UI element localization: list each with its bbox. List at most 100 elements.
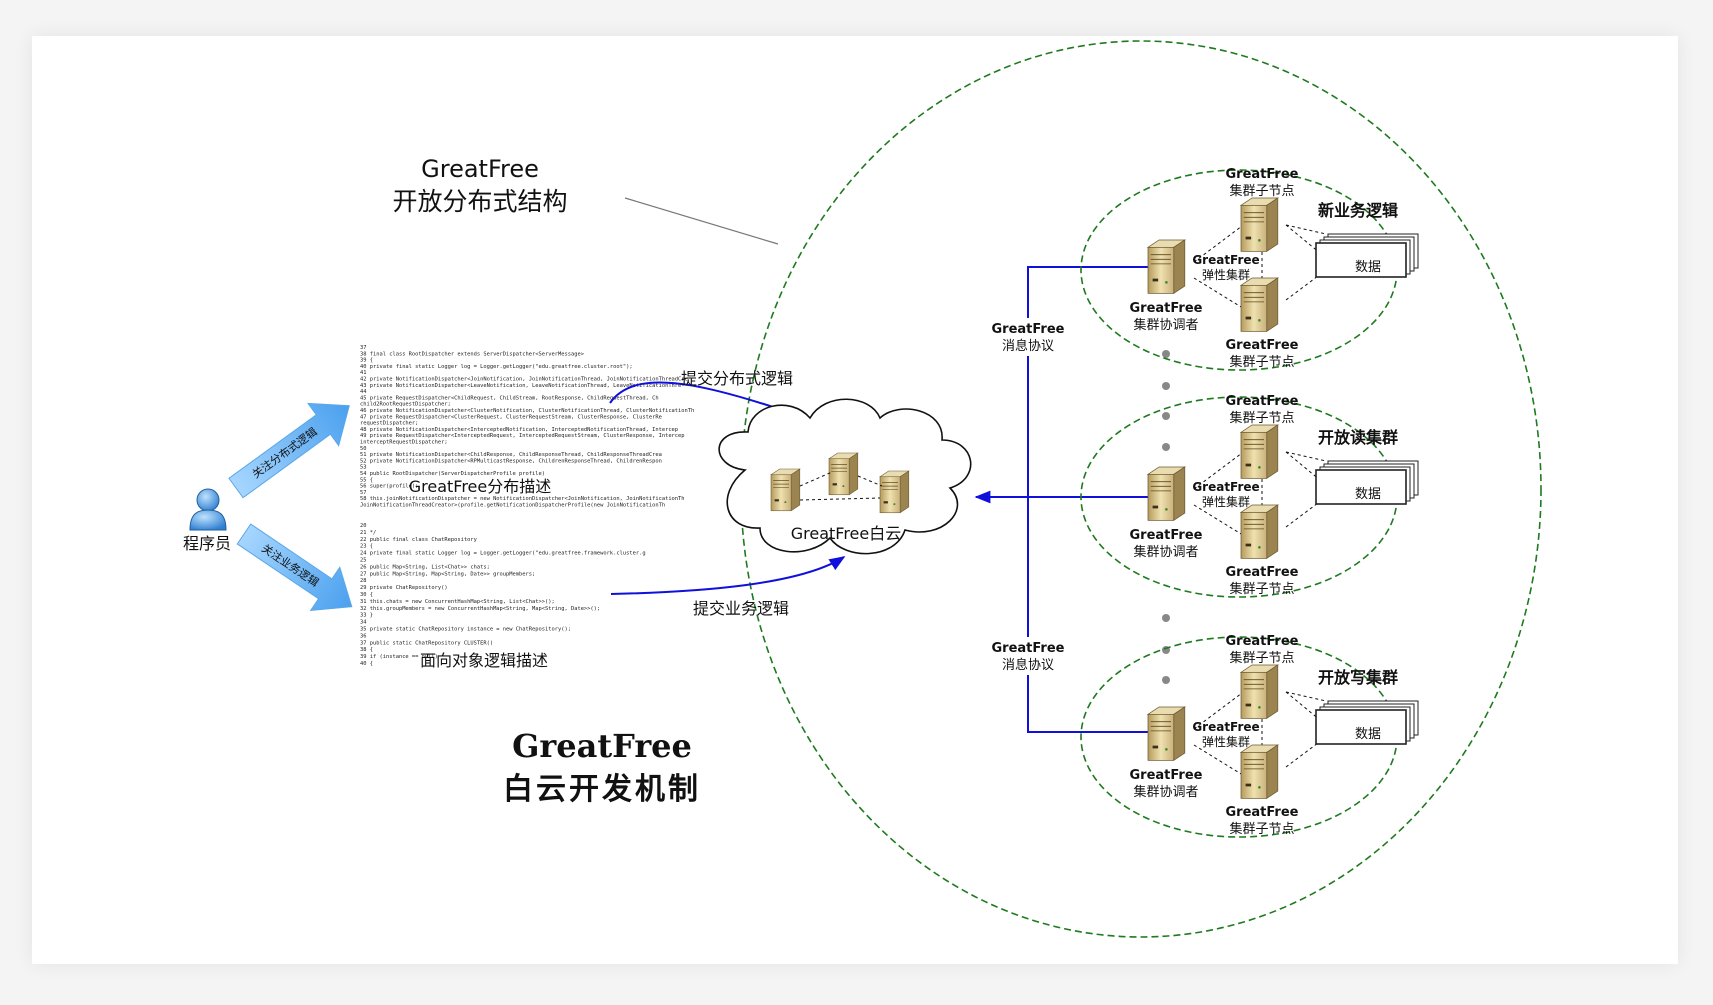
coordinator-line2: 集群协调者 — [1133, 784, 1198, 800]
child-server-icon — [1240, 197, 1279, 252]
cluster-name: 开放写集群 — [1318, 668, 1398, 687]
code-line: 53 — [360, 465, 367, 471]
cloud-server-3 — [879, 470, 910, 514]
code-line: 25 — [360, 558, 367, 564]
code-line: 56 super(profile); — [360, 484, 418, 490]
code-top-caption: GreatFree分布描述 — [409, 477, 552, 496]
child-server-icon — [1240, 504, 1279, 559]
child-server-icon — [1240, 277, 1279, 332]
code-line: 21 */ — [360, 530, 376, 536]
code-line: JoinNotificationThreadCreator>(profile.g… — [360, 503, 665, 509]
bottom-title-line2: 白云开发机制 — [503, 772, 701, 807]
code-line: 22 public final class ChatRepository — [360, 537, 478, 543]
child-bottom-line1: GreatFree — [1226, 338, 1299, 353]
code-line: 36 — [360, 633, 367, 639]
child-top-line2: 集群子节点 — [1229, 410, 1294, 426]
child-top-line2: 集群子节点 — [1229, 650, 1294, 666]
child-server-icon — [1240, 664, 1279, 719]
arrow-down-right: 关注业务逻辑 — [236, 523, 353, 611]
protocol-bottom-line1: GreatFree — [992, 641, 1065, 656]
code-line: 33 } — [360, 613, 373, 619]
code-line: 52 private NotificationDispatcher<RPMult… — [360, 458, 662, 464]
code-line: 50 — [360, 446, 367, 452]
code-line: 37 public static ChatRepository CLUSTER(… — [360, 640, 493, 646]
arrow-top-label: 关注分布式逻辑 — [249, 424, 320, 481]
coordinator-server-icon — [1147, 466, 1186, 521]
code-line: 40 { — [360, 661, 373, 667]
code-line: 49 private RequestDispatcher<Intercepted… — [360, 433, 685, 439]
code-line: 29 private ChatRepository() — [360, 585, 448, 591]
cluster-group: GreatFree集群子节点新业务逻辑GreatFree弹性集群数据GreatF… — [1080, 167, 1419, 371]
code-line: 30 { — [360, 592, 373, 598]
code-line: 40 private final static Logger log = Log… — [360, 364, 633, 370]
data-label: 数据 — [1355, 260, 1381, 275]
elastic-line2: 弹性集群 — [1202, 734, 1250, 749]
code-line: 48 private NotificationDispatcher<Interc… — [360, 427, 678, 433]
left-title-line2: 开放分布式结构 — [392, 187, 567, 216]
code-line: 46 private NotificationDispatcher<Cluste… — [360, 408, 694, 414]
code-line: 38 { — [360, 647, 373, 653]
child-bottom-line1: GreatFree — [1226, 805, 1299, 820]
programmer-label: 程序员 — [183, 534, 231, 553]
code-line: 26 public Map<String, List<Chat>> chats; — [360, 564, 490, 570]
data-label: 数据 — [1355, 487, 1381, 502]
child-top-line1: GreatFree — [1226, 394, 1299, 409]
coordinator-line2: 集群协调者 — [1133, 317, 1198, 333]
coordinator-line1: GreatFree — [1130, 528, 1203, 543]
elastic-line2: 弹性集群 — [1202, 494, 1250, 509]
code-line: 35 private static ChatRepository instanc… — [360, 627, 571, 633]
child-top-line1: GreatFree — [1226, 167, 1299, 182]
code-line: 24 private final static Logger log = Log… — [360, 551, 646, 557]
code-line: 20 — [360, 523, 367, 529]
code-line: 31 this.chats = new ConcurrentHashMap<St… — [360, 599, 555, 605]
coordinator-line1: GreatFree — [1130, 768, 1203, 783]
bottom-title-line1: GreatFree — [512, 727, 692, 765]
elastic-line1: GreatFree — [1192, 720, 1259, 734]
code-line: 39 { — [360, 358, 373, 364]
code-line: 54 public RootDispatcher(ServerDispatche… — [360, 471, 545, 477]
cloud-server-2 — [828, 452, 859, 496]
elastic-line2: 弹性集群 — [1202, 267, 1250, 282]
submit-business-label: 提交业务逻辑 — [693, 599, 789, 618]
protocol-top-line2: 消息协议 — [1002, 338, 1054, 354]
elastic-line1: GreatFree — [1192, 253, 1259, 267]
child-bottom-line1: GreatFree — [1226, 565, 1299, 580]
protocol-bottom-line2: 消息协议 — [1002, 657, 1054, 673]
cloud-server-1 — [770, 468, 801, 512]
code-line: 58 this.joinNotificationDispatcher = new… — [360, 496, 685, 502]
protocol-bus — [1027, 266, 1170, 733]
code-line: 27 public Map<String, Map<String, Date>>… — [360, 571, 535, 577]
left-title-line1: GreatFree — [421, 155, 539, 183]
child-top-line1: GreatFree — [1226, 634, 1299, 649]
code-line: 45 private RequestDispatcher<ChildReques… — [360, 395, 659, 401]
code-line: 57 — [360, 490, 367, 496]
code-line: 47 private RequestDispatcher<ClusterRequ… — [360, 414, 662, 420]
code-line: child2RootRequestDispatcher; — [360, 402, 451, 408]
child-top-line2: 集群子节点 — [1229, 183, 1294, 199]
elastic-line1: GreatFree — [1192, 480, 1259, 494]
code-line: 55 { — [360, 477, 373, 483]
protocol-top-line1: GreatFree — [992, 322, 1065, 337]
submit-distributed-label: 提交分布式逻辑 — [681, 369, 793, 388]
coordinator-server-icon — [1147, 706, 1186, 761]
cloud-label: GreatFree白云 — [791, 524, 902, 543]
code-line: 32 this.groupMembers = new ConcurrentHas… — [360, 606, 600, 612]
child-bottom-line2: 集群子节点 — [1229, 581, 1294, 597]
title-pointer-line — [624, 197, 779, 245]
submit-business-arrow — [610, 556, 846, 595]
code-line: requestDispatcher; — [360, 421, 418, 427]
person-icon — [189, 488, 227, 531]
ellipsis-dots — [1162, 350, 1170, 684]
cluster-group: GreatFree集群子节点开放写集群GreatFree弹性集群数据GreatF… — [1080, 634, 1419, 838]
coordinator-line2: 集群协调者 — [1133, 544, 1198, 560]
child-bottom-line2: 集群子节点 — [1229, 821, 1294, 837]
arrow-up-right: 关注分布式逻辑 — [228, 402, 350, 499]
code-line: 41 — [360, 370, 367, 376]
code-line: 51 private NotificationDispatcher<ChildR… — [360, 452, 662, 458]
code-line: 34 — [360, 620, 367, 626]
code-line: 44 — [360, 389, 367, 395]
code-line: 37 — [360, 345, 367, 351]
